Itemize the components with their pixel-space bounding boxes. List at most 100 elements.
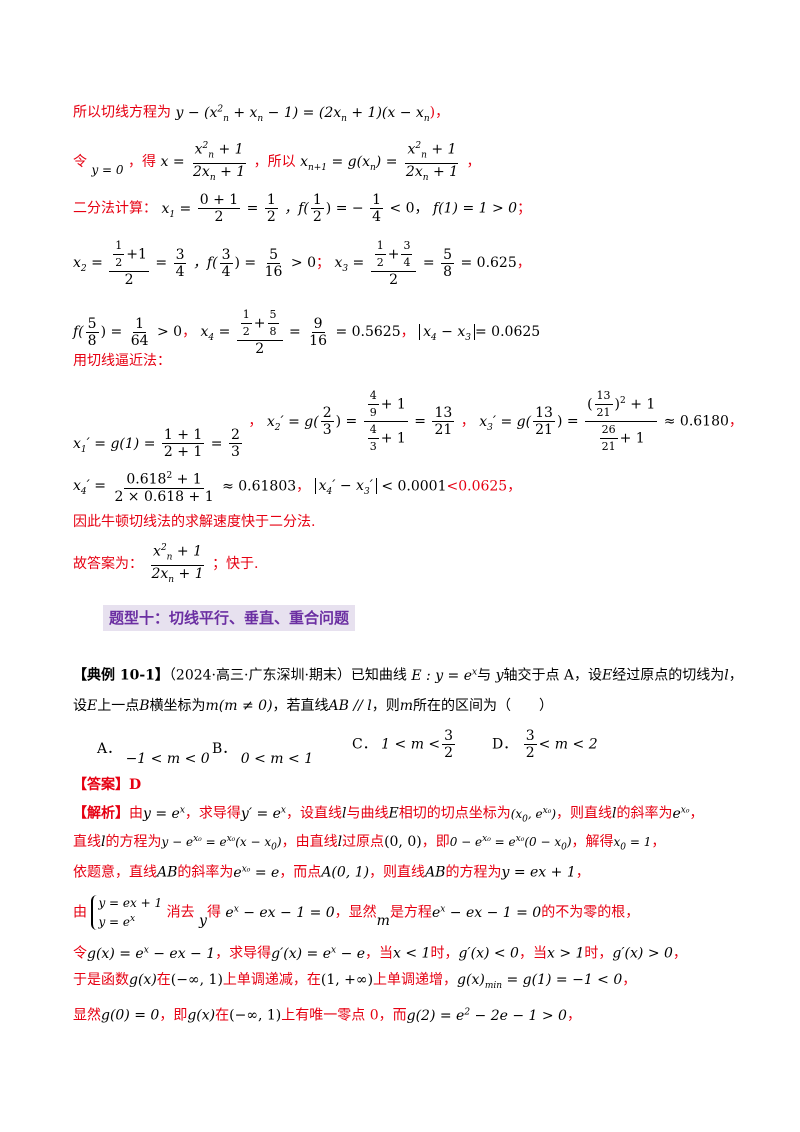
option-label: D． (492, 736, 518, 753)
formula: x0 = 1 (613, 835, 652, 853)
text: ，得 (128, 154, 157, 171)
solution-line-9: 因此牛顿切线法的求解速度快于二分法. (73, 514, 316, 530)
option-a[interactable]: A． −1 < m < 0 (97, 738, 210, 767)
text: ，若直线 (272, 698, 329, 714)
text: ， (248, 413, 263, 430)
text: ) = − (325, 200, 364, 217)
text: ，显然 (334, 904, 377, 921)
formula: m (376, 912, 390, 929)
text: ， (651, 834, 666, 850)
solution-line-6: 用切线逼近法： (73, 353, 171, 369)
analysis-line-1: 【解析】由y = ex，求导得y′ = ex，设直线l与曲线E相切的切点坐标为(… (73, 801, 703, 828)
formula: l (612, 805, 617, 822)
formula: f( (73, 324, 84, 340)
formula: y = ex + 1 (501, 864, 576, 881)
text: ，求导得 (184, 805, 241, 822)
formula: x4′ − x3′ (314, 478, 377, 497)
text: ，f( (192, 255, 218, 271)
text: 令 (73, 154, 87, 171)
answer-label: 【答案】D (73, 777, 142, 793)
option-text: 0 < m < 1 (240, 751, 314, 767)
text: <0.0625 (446, 478, 508, 495)
text: ，则直线 (369, 864, 426, 881)
formula: y − (x2n + xn − 1) = (2xn + 1)(x − xn (175, 104, 430, 124)
text: 所在的区间为（ ） (413, 698, 554, 714)
formula: E (388, 805, 399, 822)
text: ， (728, 413, 743, 430)
text: ， (400, 324, 415, 340)
formula: l (337, 834, 343, 850)
formula: y − ex₀ = ex₀(x − x0) (161, 834, 282, 853)
formula: x1 = (161, 200, 192, 220)
text: 经过原点的切线为 (612, 667, 725, 684)
text: ，解得 (571, 834, 614, 850)
text: 显然 (73, 1007, 101, 1024)
formula: y′ = ex (240, 805, 286, 822)
formula: x = (160, 154, 185, 171)
formula: x2′ = g( (266, 413, 319, 433)
formula: g(x)min = g(1) = −1 < 0 (457, 972, 623, 991)
formula: x > 1 (546, 945, 585, 962)
text: 上一点 (97, 698, 140, 714)
text: < 0.0001 (381, 478, 447, 495)
text: ；快于. (212, 556, 259, 573)
formula: x3 = (334, 255, 365, 274)
formula: x2 = (73, 255, 103, 274)
option-b[interactable]: B． 0 < m < 1 (212, 738, 313, 767)
formula: x3′ = g( (479, 413, 532, 433)
analysis-line-3: 依题意，直线AB的斜率为ex₀ = e，而点A(0, 1)，则直线AB的方程为y… (73, 860, 590, 882)
text: 的斜率为 (616, 805, 673, 822)
text: ， (566, 1007, 581, 1024)
text: ， (689, 805, 704, 822)
formula: f(1) = 1 > 0 (432, 200, 518, 217)
text: = 0.5625 (335, 324, 401, 340)
formula: (1, +∞) (320, 972, 374, 988)
analysis-line-7: 显然g(0) = 0，即g(x)在(−∞, 1)上有唯一零点 0，而g(2) =… (73, 1003, 581, 1025)
question-line-2: 设E上一点B横坐标为m(m ≠ 0)，若直线AB // l，则m所在的区间为（ … (73, 697, 553, 715)
formula: E (87, 698, 98, 714)
text: （2024·高三·广东深圳·期末）已知曲线 (168, 667, 407, 684)
formula: AB // l (328, 698, 372, 714)
option-label: A． (97, 741, 122, 757)
option-text: < m < 2 (538, 736, 598, 753)
formula: xn+1 = g(xn) = (300, 154, 398, 173)
text: ，即 (159, 1007, 188, 1024)
formula: g(x) = ex − ex − 1 (87, 945, 216, 962)
text: ， (516, 255, 531, 271)
formula: x4 − x3 (419, 324, 475, 343)
text: 由 (129, 805, 143, 822)
text: 的方程为 (445, 864, 502, 881)
option-text: 1 < m < (381, 736, 441, 753)
text: 在 (215, 1007, 230, 1024)
formula: m(m ≠ 0) (205, 698, 273, 714)
text: 过原点 (342, 834, 385, 850)
formula: ex₀ = e (233, 864, 280, 881)
formula: y (495, 667, 504, 684)
formula: g′(x) = ex − e (271, 945, 366, 962)
text: 时， (584, 945, 613, 962)
formula: (x0, ex₀) (510, 805, 557, 825)
formula: 0 − ex₀ = ex₀(0 − x0) (449, 834, 572, 853)
text: 设 (73, 698, 87, 714)
text: 与 (477, 667, 492, 684)
formula: x < 1 (393, 945, 431, 962)
text: ； (316, 255, 330, 271)
